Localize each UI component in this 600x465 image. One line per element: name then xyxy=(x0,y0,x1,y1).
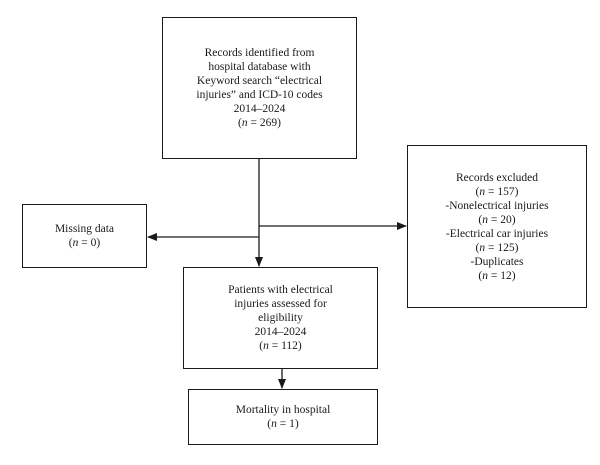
records-excluded-box: Records excluded (n = 157) -Nonelectrica… xyxy=(407,145,587,308)
identified-line-3: Keyword search “electrical xyxy=(196,75,323,87)
excluded-count: (n = 157) xyxy=(475,185,519,198)
identified-count: (n = 269) xyxy=(238,117,281,129)
identified-line-2: hospital database with xyxy=(208,61,311,73)
excluded-item-count: (n = 12) xyxy=(478,269,516,282)
missing-title: Missing data xyxy=(54,223,115,235)
excluded-item-count: (n = 125) xyxy=(475,241,519,254)
identified-line-5: 2014–2024 xyxy=(233,103,286,115)
identified-line-4: injuries” and ICD-10 codes xyxy=(196,89,323,101)
mortality-box: Mortality in hospital (n = 1) xyxy=(188,389,378,445)
excluded-item-label: -Nonelectrical injuries xyxy=(445,199,549,212)
excluded-title: Records excluded xyxy=(455,171,539,184)
patients-line-2: injuries assessed for xyxy=(234,298,327,310)
patients-assessed-box: Patients with electrical injuries assess… xyxy=(183,267,378,369)
patients-line-4: 2014–2024 xyxy=(254,326,307,338)
patients-count: (n = 112) xyxy=(259,340,302,352)
missing-data-box: Missing data (n = 0) xyxy=(22,204,147,268)
excluded-item-label: -Electrical car injuries xyxy=(445,227,549,240)
patients-line-3: eligibility xyxy=(258,312,303,324)
patients-line-1: Patients with electrical xyxy=(228,284,333,296)
mortality-count: (n = 1) xyxy=(267,418,299,430)
missing-count: (n = 0) xyxy=(68,237,101,249)
mortality-title: Mortality in hospital xyxy=(235,404,331,416)
identified-line-1: Records identified from xyxy=(204,47,315,59)
records-identified-box: Records identified from hospital databas… xyxy=(162,17,357,159)
excluded-item-label: -Duplicates xyxy=(470,255,524,268)
excluded-item-count: (n = 20) xyxy=(478,213,516,226)
